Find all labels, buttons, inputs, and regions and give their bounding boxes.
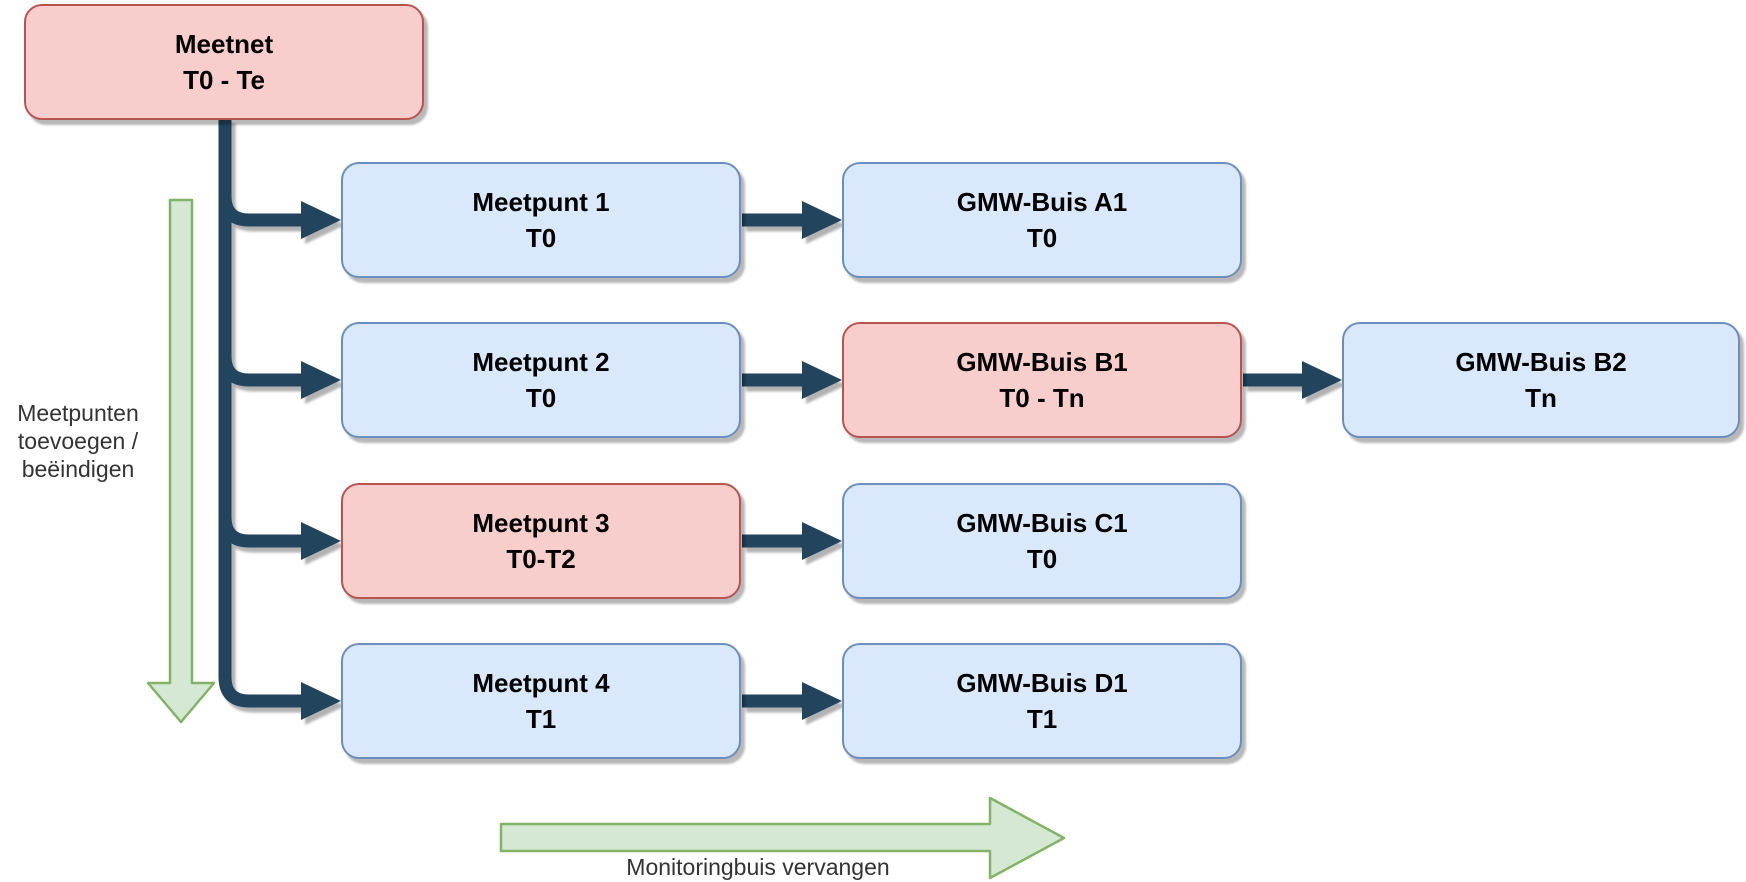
node-gmw-buis-a1-label: GMW-Buis A1 T0 [957, 184, 1127, 256]
arrowhead-c1 [802, 522, 842, 560]
node-meetpunt-4-label: Meetpunt 4 T1 [472, 665, 609, 737]
node-meetpunt-3: Meetpunt 3 T0-T2 [341, 483, 741, 599]
node-period: T0 [1026, 223, 1058, 253]
connector-branch-meetpunt-1 [218, 195, 306, 227]
node-title: Meetpunt 4 [472, 668, 610, 698]
node-title: GMW-Buis A1 [956, 187, 1128, 217]
bottom-arrow-caption: Monitoringbuis vervangen [626, 854, 890, 880]
node-gmw-buis-b2-label: GMW-Buis B2 Tn [1455, 344, 1626, 416]
node-gmw-buis-c1: GMW-Buis C1 T0 [842, 483, 1242, 599]
node-gmw-buis-a1: GMW-Buis A1 T0 [842, 162, 1242, 278]
arrowhead-a1 [802, 201, 842, 239]
node-period: Tn [1525, 383, 1557, 413]
arrowhead-meetpunt-3 [301, 522, 341, 560]
arrowhead-b2 [1302, 361, 1342, 399]
node-gmw-buis-b1-label: GMW-Buis B1 T0 - Tn [956, 344, 1127, 416]
node-title: Meetnet [174, 29, 274, 59]
node-gmw-buis-b1: GMW-Buis B1 T0 - Tn [842, 322, 1242, 438]
node-gmw-buis-b2: GMW-Buis B2 Tn [1342, 322, 1740, 438]
node-period: T0 - Tn [999, 383, 1085, 413]
node-meetnet-label: Meetnet T0 - Te [175, 26, 273, 98]
connector-branch-meetpunt-2 [218, 355, 306, 387]
node-period: T0 [525, 383, 557, 413]
node-title: GMW-Buis D1 [956, 668, 1128, 698]
node-title: Meetpunt 2 [472, 347, 610, 377]
node-period: T1 [1026, 704, 1058, 734]
node-title: GMW-Buis B2 [1455, 347, 1627, 377]
node-meetpunt-1-label: Meetpunt 1 T0 [472, 184, 609, 256]
node-gmw-buis-d1-label: GMW-Buis D1 T1 [956, 665, 1127, 737]
node-period: T0-T2 [506, 544, 576, 574]
node-meetpunt-3-label: Meetpunt 3 T0-T2 [472, 505, 609, 577]
node-period: T0 - Te [183, 65, 265, 95]
node-period: T0 [1026, 544, 1058, 574]
node-gmw-buis-c1-label: GMW-Buis C1 T0 [956, 505, 1127, 577]
node-period: T0 [525, 223, 557, 253]
left-arrow-caption-line3: beëindigen [21, 456, 135, 482]
node-title: Meetpunt 3 [472, 508, 610, 538]
left-arrow-caption-line2: toevoegen / [17, 428, 139, 454]
node-meetpunt-4: Meetpunt 4 T1 [341, 643, 741, 759]
node-title: GMW-Buis C1 [956, 508, 1128, 538]
left-arrow-caption: Meetpunten toevoegen / beëindigen [8, 399, 148, 483]
node-period: T1 [525, 704, 557, 734]
node-meetpunt-2: Meetpunt 2 T0 [341, 322, 741, 438]
connector-tree [218, 118, 1342, 720]
connector-branch-meetpunt-3 [218, 516, 306, 548]
left-arrow-caption-line1: Meetpunten [17, 400, 139, 426]
arrowhead-meetpunt-4 [301, 682, 341, 720]
arrowhead-meetpunt-2 [301, 361, 341, 399]
node-gmw-buis-d1: GMW-Buis D1 T1 [842, 643, 1242, 759]
node-meetnet: Meetnet T0 - Te [24, 4, 424, 120]
arrowhead-d1 [802, 682, 842, 720]
node-title: Meetpunt 1 [472, 187, 610, 217]
green-down-arrow-icon [146, 198, 216, 724]
green-right-arrow-icon [499, 796, 1066, 880]
arrowhead-b1 [802, 361, 842, 399]
connector-trunk [218, 118, 306, 708]
arrowhead-meetpunt-1 [301, 201, 341, 239]
node-meetpunt-2-label: Meetpunt 2 T0 [472, 344, 609, 416]
node-title: GMW-Buis B1 [956, 347, 1128, 377]
node-meetpunt-1: Meetpunt 1 T0 [341, 162, 741, 278]
